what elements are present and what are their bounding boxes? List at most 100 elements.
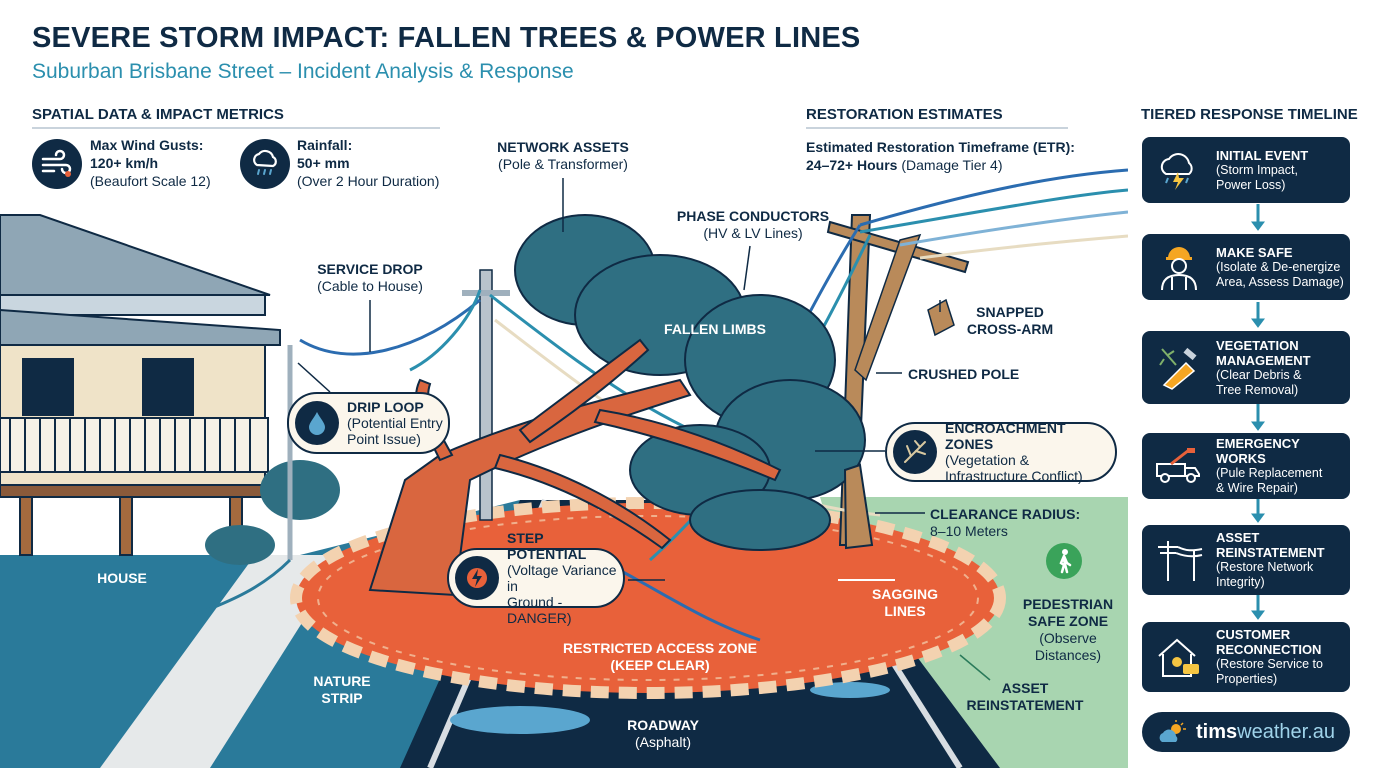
step-desc: (Isolate & De-energize [1216,259,1341,274]
crushed-pole-label: CRUSHED POLE [908,366,1020,382]
asset-reinstatement-label: ASSET REINSTATEMENT [955,680,1095,714]
step-desc: Area, Assess Damage) [1216,274,1344,289]
step-desc: Tree Removal) [1216,382,1299,397]
branch-icon [893,430,937,474]
drip-loop-line2: Point Issue) [347,431,421,447]
spatial-heading: SPATIAL DATA & IMPACT METRICS [32,106,284,123]
clearance-radius-label: CLEARANCE RADIUS: 8–10 Meters [930,506,1090,540]
phase-conductors-label: PHASE CONDUCTORS (HV & LV Lines) [660,208,846,242]
clearance-sub: 8–10 Meters [930,523,1008,539]
chainsaw-icon [1150,339,1208,397]
rain-cloud-icon [240,139,290,189]
step-title: ASSET [1216,530,1260,545]
nature-strip-line1: NATURE [313,673,371,689]
wind-note: (Beaufort Scale 12) [90,173,211,189]
sagging-line2: LINES [884,603,926,619]
timeline-step-emergency-works: EMERGENCY WORKS (Pule Replacement & Wire… [1142,433,1350,499]
timeline-step-customer-reconnection: CUSTOMER RECONNECTION (Restore Service t… [1142,622,1350,692]
fallen-tree-trunk [368,338,782,597]
network-assets-title: NETWORK ASSETS [497,139,629,155]
snapped-line2: CROSS-ARM [966,321,1054,337]
step-desc: (Storm Impact, [1216,162,1298,177]
encroachment-line1: (Vegetation & [945,452,1030,468]
lightning-icon [455,556,499,600]
step-title2: MANAGEMENT [1216,352,1311,368]
snapped-line1: SNAPPED [976,304,1044,320]
fallen-limbs-label: FALLEN LIMBS [664,321,766,337]
timeline-step-asset-reinstatement: ASSET REINSTATEMENT (Restore Network Int… [1142,525,1350,595]
service-drop-label: SERVICE DROP (Cable to House) [300,261,440,295]
step-desc: (Pule Replacement [1216,466,1323,480]
puddle [450,706,590,734]
wind-label: Max Wind Gusts: [90,137,204,153]
phase-conductors-sub: (HV & LV Lines) [703,225,803,241]
rain-note: (Over 2 Hour Duration) [297,173,440,189]
restricted-zone-label: RESTRICTED ACCESS ZONE (KEEP CLEAR) [540,640,780,674]
puddle [810,682,890,698]
wind-icon [32,139,82,189]
snapped-cross-arm-label: SNAPPED CROSS-ARM [955,304,1065,338]
step-title: CUSTOMER [1216,627,1291,642]
timeline-arrows [1251,204,1265,620]
pedestrian-safe-zone-label: PEDESTRIAN SAFE ZONE (Observe Distances) [1013,596,1123,664]
timeline-step-vegetation: VEGETATION MANAGEMENT (Clear Debris & Tr… [1142,331,1350,404]
step-title2: REINSTATEMENT [1216,545,1325,560]
house-illustration [0,214,340,565]
roadway-sub: (Asphalt) [634,734,692,750]
roadway-label: ROADWAY (Asphalt) [600,717,726,751]
nature-strip-line2: STRIP [321,690,363,706]
sun-cloud-icon [1159,720,1186,742]
storm-cloud-icon [1150,141,1208,199]
drip-loop-callout: DRIP LOOP (Potential Entry Point Issue) [287,392,450,454]
step-potential-line2: Ground - DANGER) [507,594,572,626]
phase-conductors-title: PHASE CONDUCTORS [676,208,830,224]
pedestrian-icon [1046,543,1082,579]
wind-metric: Max Wind Gusts: 120+ km/h (Beaufort Scal… [90,136,211,190]
house-label: HOUSE [97,570,147,586]
timeline-step-initial-event: INITIAL EVENT (Storm Impact, Power Loss) [1142,137,1350,203]
etr-value: 24–72+ Hours [806,157,898,173]
step-title: INITIAL EVENT [1216,147,1309,163]
step-desc: & Wire Repair) [1216,481,1298,495]
network-assets-label: NETWORK ASSETS (Pole & Transformer) [470,139,656,173]
asset-reinstatement-line1: ASSET [1001,680,1049,696]
tree-canopy [514,214,866,551]
restoration-heading: RESTORATION ESTIMATES [806,106,1003,123]
house-plug-icon [1150,628,1208,686]
sagging-lines-label: SAGGING LINES [855,586,955,620]
step-potential-title: STEP POTENTIAL [507,530,587,562]
etr-value-line: 24–72+ Hours (Damage Tier 4) [806,156,1003,174]
clearance-title: CLEARANCE RADIUS: [930,506,1081,522]
brand-name-part1: tims [1196,720,1238,743]
rain-label: Rainfall: [297,137,353,153]
step-desc: Properties) [1216,672,1278,686]
step-title2: RECONNECTION [1216,642,1322,657]
step-desc: (Restore Service to [1216,657,1323,671]
network-assets-sub: (Pole & Transformer) [498,156,628,172]
rain-metric: Rainfall: 50+ mm (Over 2 Hour Duration) [297,136,439,190]
encroachment-line2: Infrastructure Conflict) [945,468,1083,484]
drip-loop-title: DRIP LOOP [347,399,424,415]
pedestrian-line2: SAFE ZONE [1027,613,1109,629]
roadway-title: ROADWAY [627,717,699,733]
timeline-heading: TIERED RESPONSE TIMELINE [1141,106,1358,123]
drip-loop-line1: (Potential Entry [347,415,443,431]
encroachment-callout: ENCROACHMENT ZONES (Vegetation & Infrast… [885,420,1117,484]
step-title: VEGETATION [1216,337,1299,353]
leader-lines [297,178,991,681]
step-desc: Integrity) [1216,575,1265,589]
pedestrian-line3: (Observe [1039,630,1097,646]
step-potential-line1: (Voltage Variance in [507,562,617,594]
water-drop-icon [295,401,339,445]
page-title: SEVERE STORM IMPACT: FALLEN TREES & POWE… [32,22,861,54]
step-desc: (Clear Debris & [1216,367,1302,382]
footpath [100,555,345,768]
encroachment-title: ENCROACHMENT ZONES [945,420,1066,452]
power-pole-icon [1150,531,1208,589]
pedestrian-line1: PEDESTRIAN [1022,596,1114,612]
restricted-line2: (KEEP CLEAR) [610,657,710,673]
timeline-step-make-safe: MAKE SAFE (Isolate & De-energize Area, A… [1142,234,1350,300]
sagging-line1: SAGGING [871,586,939,602]
